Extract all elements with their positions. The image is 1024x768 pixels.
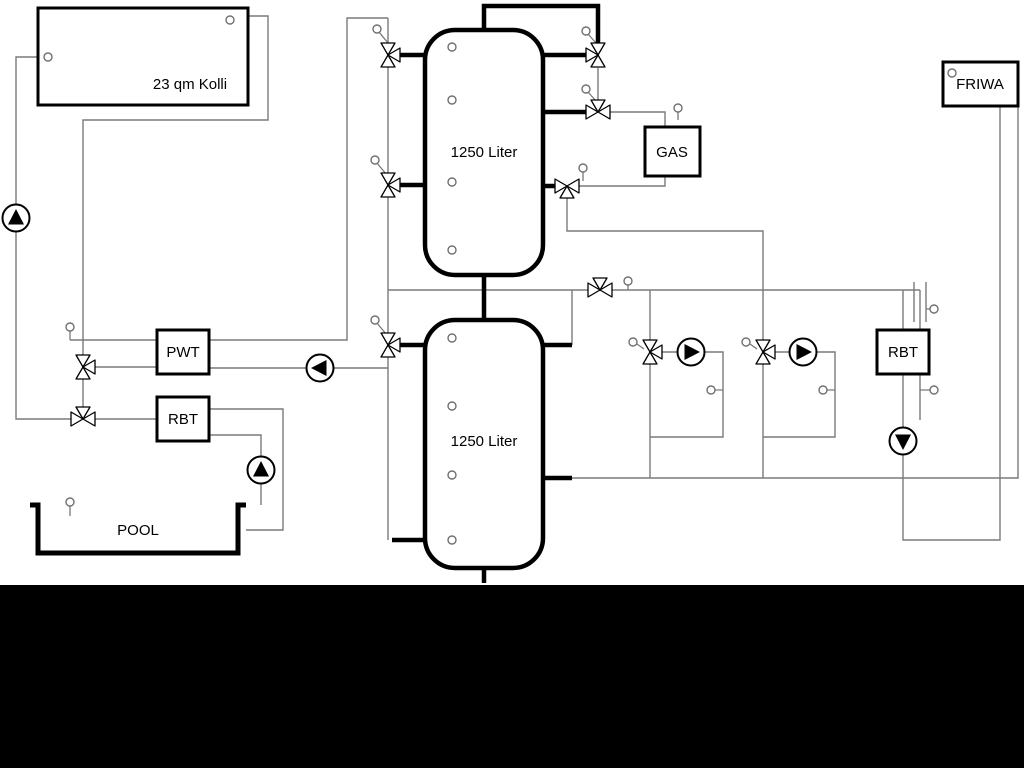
tank-port-stubs xyxy=(392,52,588,543)
valve-actuator-icon xyxy=(581,26,591,36)
boiler-feed-pipe xyxy=(610,111,666,127)
valve-actuator-icon xyxy=(628,337,638,347)
pool-basin xyxy=(30,502,246,556)
rbt-left-label: RBT xyxy=(168,411,198,428)
letterbox xyxy=(0,585,1024,768)
boiler-return-pipe xyxy=(579,176,666,187)
valve-actuator-icon xyxy=(741,337,751,347)
temp-sensor-icon xyxy=(673,103,683,113)
circuit1-loop-pipe xyxy=(649,351,724,478)
temp-sensor-icon xyxy=(447,245,457,255)
pwt-box xyxy=(155,328,211,376)
pool-pump-icon xyxy=(246,455,276,485)
temp-sensor-icon xyxy=(929,304,939,314)
temp-sensor-icon xyxy=(947,68,957,78)
temp-sensor-icon xyxy=(706,385,716,395)
circuit2-loop-pipe xyxy=(762,351,836,478)
heating-pump-2-icon xyxy=(788,337,818,367)
temp-sensor-icon xyxy=(447,401,457,411)
rbt-right-label: RBT xyxy=(888,344,918,361)
return-collector-pipe xyxy=(572,106,1019,479)
valve-actuator-icon xyxy=(372,24,382,34)
boiler-branch-pipe xyxy=(566,198,764,340)
temp-sensor-icon xyxy=(225,15,235,25)
rbt-right-return-pipe xyxy=(902,106,1001,541)
heating-pump-1-icon xyxy=(676,337,706,367)
pool-label: POOL xyxy=(117,522,159,539)
temp-sensor-icon xyxy=(818,385,828,395)
temp-sensor-icon xyxy=(65,497,75,507)
tank-manifold xyxy=(481,3,601,43)
solar-return-pipe xyxy=(15,56,71,420)
temp-sensor-icon xyxy=(43,52,53,62)
valve-actuator-icon xyxy=(370,315,380,325)
temp-sensor-icon xyxy=(623,276,633,286)
tank-bottom-label: 1250 Liter xyxy=(451,433,518,450)
gas-boiler-box xyxy=(643,125,702,178)
temp-sensor-icon xyxy=(65,322,75,332)
friwa-label: FRIWA xyxy=(956,76,1004,93)
valve-actuator-icon xyxy=(581,84,591,94)
pipe-runs xyxy=(15,15,1019,541)
solar-collector-label: 23 qm Kolli xyxy=(153,76,227,93)
solar-collector-box xyxy=(36,6,250,107)
rbt-left-box xyxy=(155,395,211,443)
tank-top-label: 1250 Liter xyxy=(451,144,518,161)
solar-flow-pipe xyxy=(82,15,269,407)
temp-sensor-icon xyxy=(447,42,457,52)
valve-actuator-icon xyxy=(370,155,380,165)
solar-pump-icon xyxy=(1,203,31,233)
gas-label: GAS xyxy=(656,144,688,161)
temp-sensor-icon xyxy=(929,385,939,395)
temp-sensor-icon xyxy=(447,333,457,343)
valve-actuator-icon xyxy=(578,163,588,173)
friwa-box xyxy=(941,60,1020,108)
temp-sensor-icon xyxy=(447,95,457,105)
pwt-charge-pump-icon xyxy=(305,353,335,383)
pwt-label: PWT xyxy=(166,344,199,361)
rbt-right-box xyxy=(875,328,931,376)
temp-sensor-icon xyxy=(447,470,457,480)
pwt-to-header-pipe xyxy=(209,17,388,341)
rbt-pump-icon xyxy=(888,426,918,456)
temp-sensor-icon xyxy=(447,535,457,545)
temp-sensor-icon xyxy=(447,177,457,187)
